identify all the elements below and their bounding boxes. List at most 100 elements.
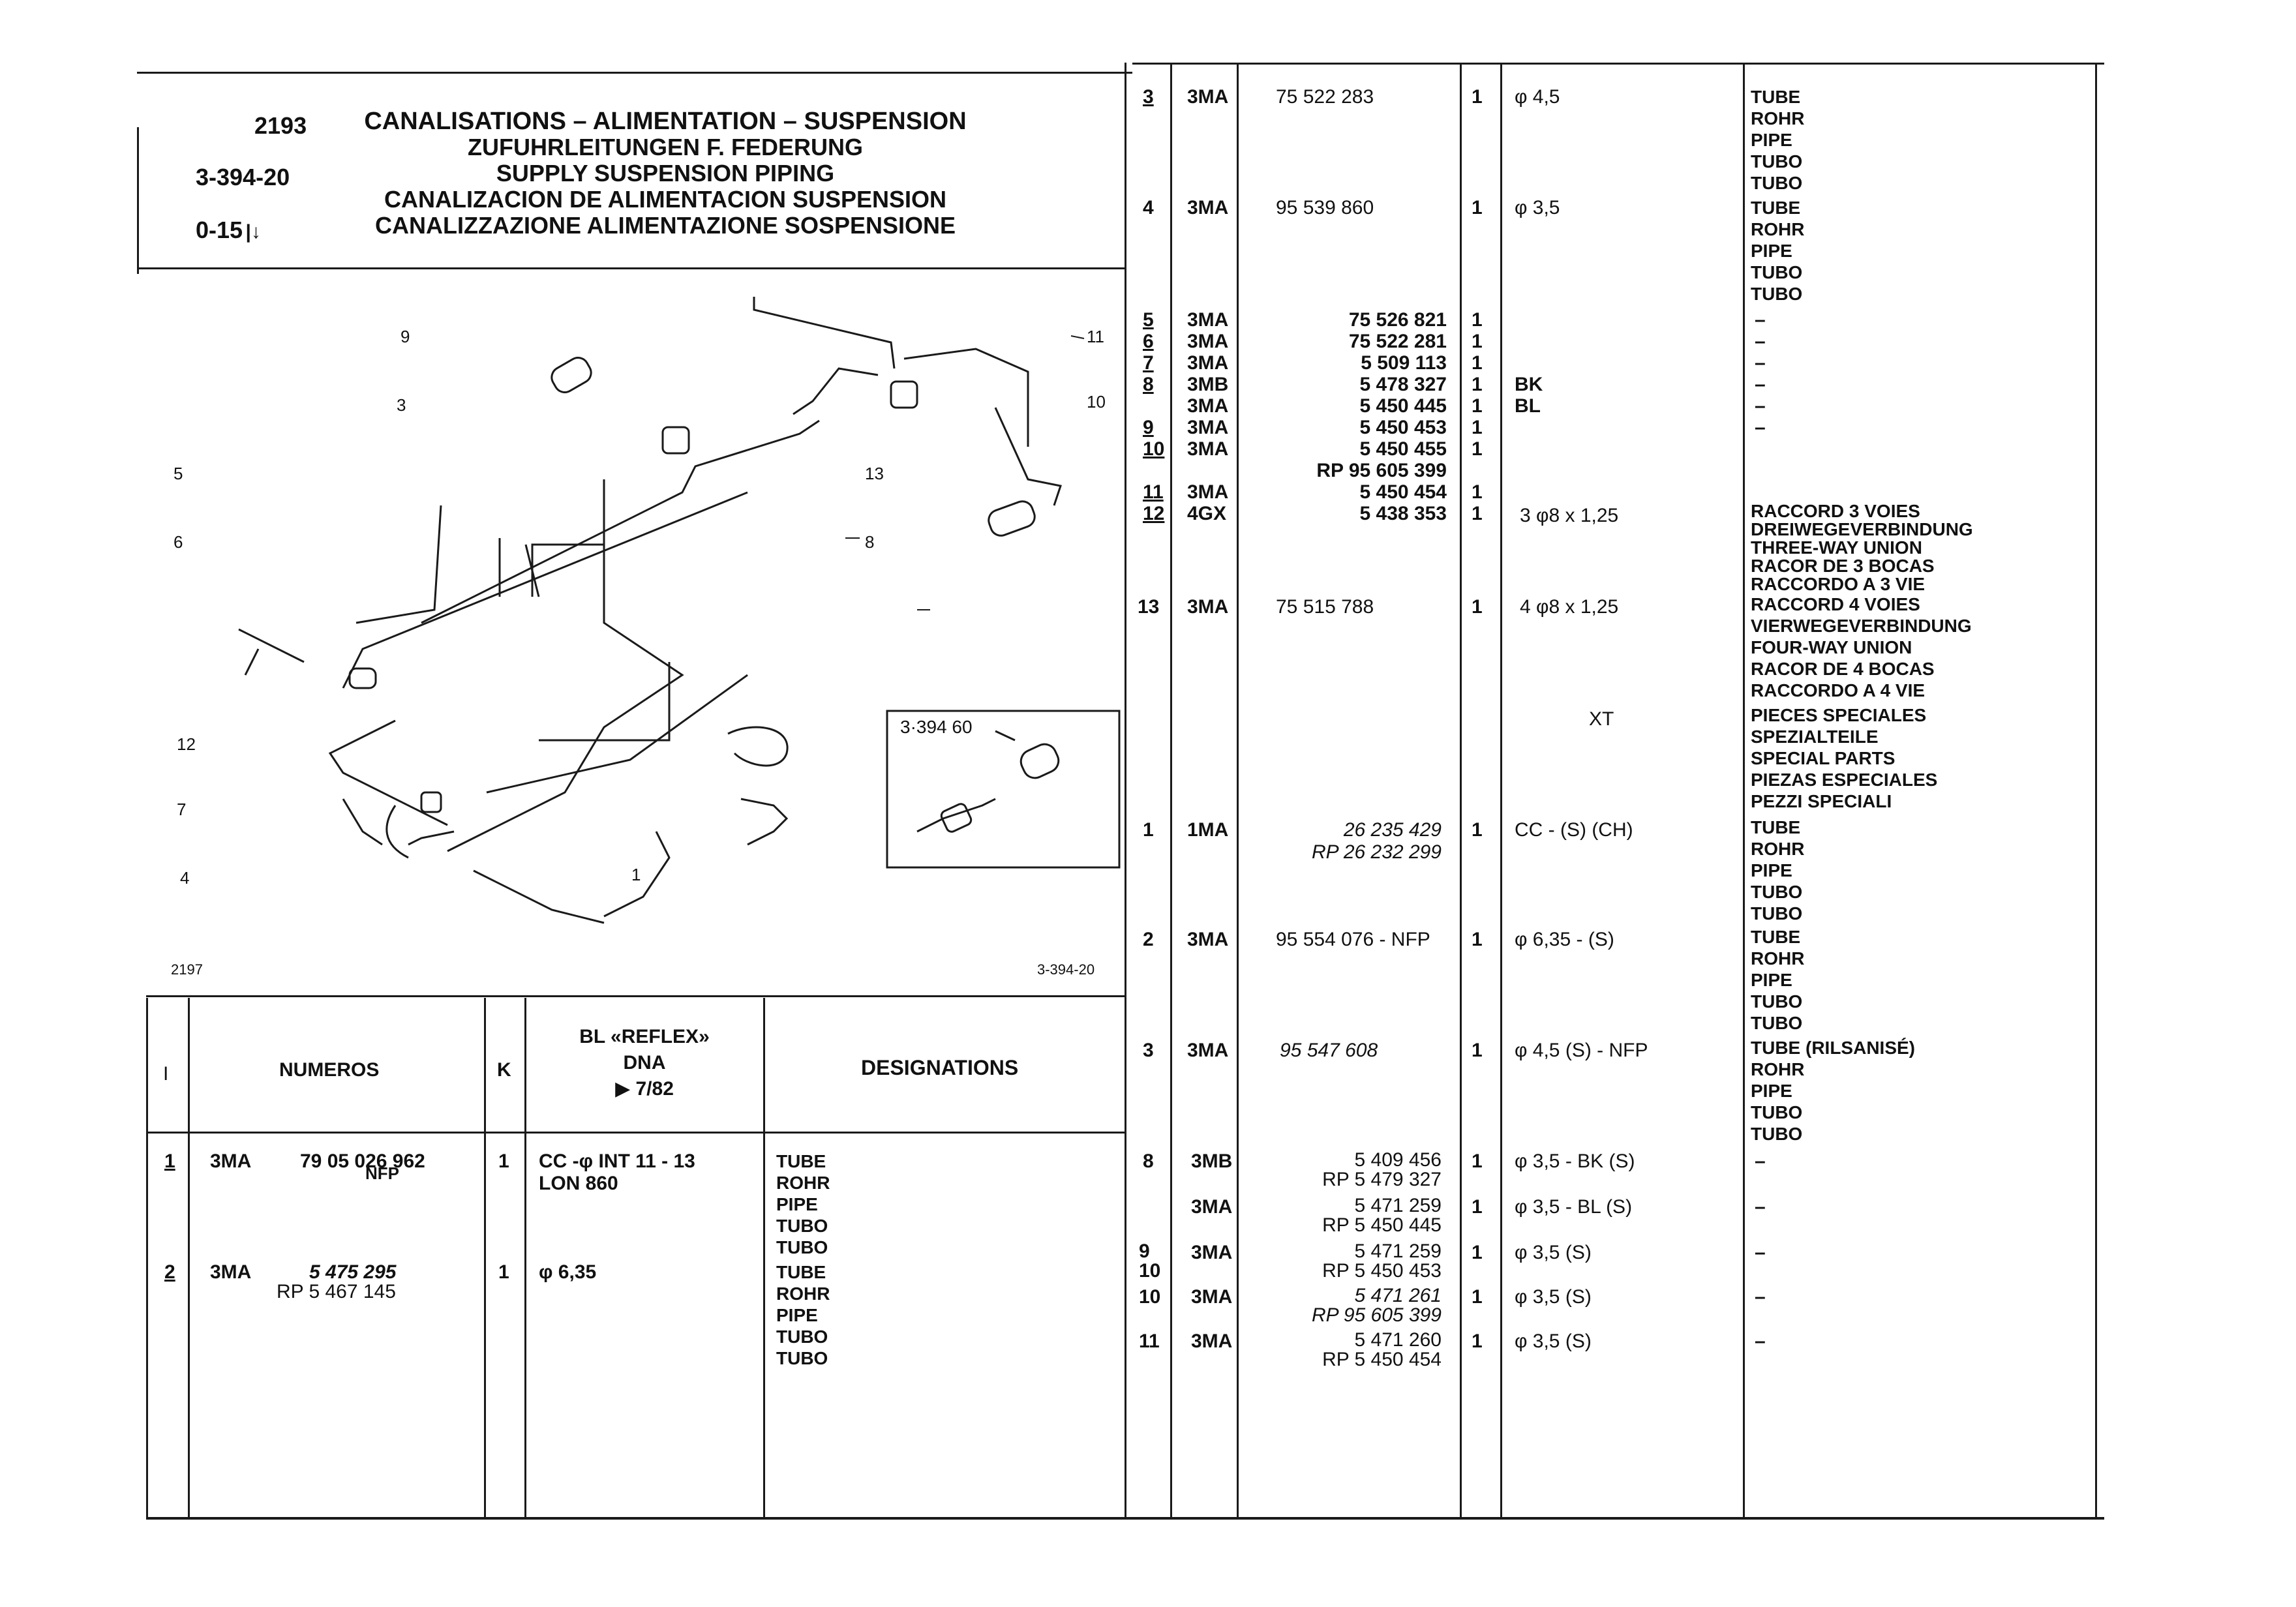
rt-xt11-k: 1 [1472, 1330, 1483, 1352]
connector-c [348, 667, 377, 689]
connector-b [988, 500, 1036, 537]
rt-row3-k: 1 [1472, 86, 1483, 108]
lt-row2-number: 5 475 295 [309, 1261, 397, 1283]
lt-row1-designation: TUBE ROHR PIPE TUBO TUBO [776, 1151, 830, 1257]
model-ref: 0-15 [196, 217, 243, 243]
rt-xt3-k: 1 [1472, 1040, 1483, 1061]
pipe-1 [753, 297, 896, 369]
callout-3: 3 [397, 395, 406, 415]
pipe-3 [994, 407, 1062, 506]
figure-ref: 3-394-20 [196, 164, 290, 190]
pipe-12 [328, 719, 448, 826]
pipe-15 [603, 831, 671, 918]
pipe-9 [447, 545, 684, 852]
frame-left-upper [137, 127, 139, 274]
title-en: SUPPLY SUSPENSION PIPING [496, 160, 835, 187]
model-ref-block: 0-15 |↓ [196, 217, 261, 244]
rt-xt11-code: 3MA [1191, 1330, 1233, 1352]
rt-xt2-idx: 2 [1143, 929, 1154, 950]
frame-left [146, 998, 148, 1518]
pipe-11 [486, 674, 748, 794]
rt-row13-code: 3MA [1187, 596, 1229, 618]
title-block: CANALISATIONS – ALIMENTATION – SUSPENSIO… [339, 108, 991, 239]
rt-row4-number: 95 539 860 [1276, 197, 1374, 218]
pipe-18 [244, 648, 260, 676]
lt-col-4 [763, 998, 765, 1518]
rt-row13-spec: 4 φ8 x 1,25 [1520, 596, 1619, 618]
rt-row3-code: 3MA [1187, 86, 1229, 108]
diagram-bottom [146, 995, 1126, 997]
pipe-2 [903, 348, 1029, 447]
frame-divider [1125, 63, 1126, 1518]
pipe-5 [421, 419, 820, 624]
rt-row13-number: 75 515 788 [1276, 596, 1374, 618]
rt-col-2 [1237, 63, 1239, 1518]
rt-xt2-number: 95 554 076 - NFP [1276, 929, 1430, 950]
lt-row1-code: 3MA [210, 1150, 252, 1172]
diagram-footer-left: 2197 [171, 961, 203, 978]
rt-block-code: 3MA 3MA 3MA 3MB 3MA 3MA 3MA 3MA 4GX [1187, 309, 1229, 524]
title-it: CANALIZZAZIONE ALIMENTAZIONE SOSPENSIONE [374, 212, 956, 239]
rt-xt-designation: PIECES SPECIALES SPEZIALTEILE SPECIAL PA… [1751, 705, 1938, 811]
rt-row3-designation: TUBE ROHR PIPE TUBO TUBO [1751, 87, 1805, 193]
callout-9: 9 [400, 327, 410, 346]
rt-block-designation: – – – – – – [1755, 309, 1766, 438]
rt-xt11-idx: 11 [1139, 1330, 1160, 1352]
rt-xt2-spec: φ 6,35 - (S) [1515, 929, 1614, 950]
rt-block-number: 75 526 821 75 522 281 5 509 113 5 478 32… [1316, 309, 1447, 524]
callout-6: 6 [174, 532, 183, 552]
arrow-down-icon: |↓ [245, 221, 261, 243]
rt-xt1-code: 1MA [1187, 819, 1229, 841]
pipe-7 [355, 505, 442, 624]
callout-5: 5 [174, 464, 183, 483]
lt-header-bl-2: DNA [623, 1052, 666, 1074]
pipe-6 [342, 491, 748, 689]
rt-row3-number: 75 522 283 [1276, 86, 1374, 108]
lt-header-bl-1: BL «REFLEX» [579, 1026, 710, 1047]
rt-col-4 [1500, 63, 1502, 1518]
pipe-8 [531, 479, 605, 597]
lt-row1-number: 79 05 026 962 [300, 1150, 425, 1172]
callout-8: 8 [865, 532, 874, 552]
lt-header-designations: DESIGNATIONS [861, 1056, 1019, 1079]
rt-xt10-k: 1 [1472, 1286, 1483, 1308]
lt-row2-number-sub: RP 5 467 145 [277, 1281, 396, 1302]
pipe-10 [539, 662, 671, 742]
lt-col-1 [188, 998, 190, 1518]
rt-row3-idx: 3 [1143, 86, 1154, 108]
union-a [890, 380, 918, 409]
rt-xt1-idx: 1 [1143, 819, 1154, 841]
inset-sleeve [1020, 743, 1060, 779]
lt-row1-idx: 1 [164, 1150, 175, 1172]
bracket-c [727, 726, 789, 767]
callout-7: 7 [177, 800, 186, 819]
frame-right [2095, 63, 2097, 1518]
rt-xt3-number: 95 547 608 [1280, 1040, 1378, 1061]
title-de: ZUFUHRLEITUNGEN F. FEDERUNG [468, 134, 863, 160]
rt-xt8-idx: 8 [1143, 1150, 1154, 1172]
frame-bottom [146, 1517, 2104, 1520]
rt-xt1-designation: TUBE ROHR PIPE TUBO TUBO [1751, 817, 1805, 924]
rt-row13-idx: 13 [1138, 596, 1160, 618]
lt-row2-designation: TUBE ROHR PIPE TUBO TUBO [776, 1262, 830, 1368]
bracket-d [385, 805, 409, 859]
inset-label: 3·394 60 [900, 717, 973, 737]
pipe-19 [342, 798, 383, 846]
rt-xt9-idx: 9 10 [1139, 1240, 1161, 1282]
pipe-14 [473, 869, 605, 924]
lt-row1-k: 1 [498, 1150, 509, 1172]
lt-row2-spec: φ 6,35 [539, 1261, 597, 1283]
lt-header-bl-3: ▶ 7/82 [615, 1078, 674, 1100]
lt-row2-idx: 2 [164, 1261, 175, 1283]
rt-xt11-spec: φ 3,5 (S) [1515, 1330, 1592, 1352]
rt-xt9-k: 1 [1472, 1242, 1483, 1263]
rt-block-idx: 5 6 7 8 9 10 11 12 [1143, 309, 1165, 524]
rt-xt9-spec: φ 3,5 (S) [1515, 1242, 1592, 1263]
lt-row1-spec: CC -φ INT 11 - 13 LON 860 [539, 1150, 695, 1194]
rt-xt8-number: 5 409 456 RP 5 479 327 [1322, 1149, 1442, 1190]
rt-xt8b-designation: – [1755, 1196, 1766, 1218]
lt-header-numbers: NUMEROS [279, 1059, 380, 1081]
lt-header-bottom [146, 1132, 1126, 1134]
callout-13: 13 [865, 464, 884, 483]
pipe-4 [793, 367, 879, 415]
